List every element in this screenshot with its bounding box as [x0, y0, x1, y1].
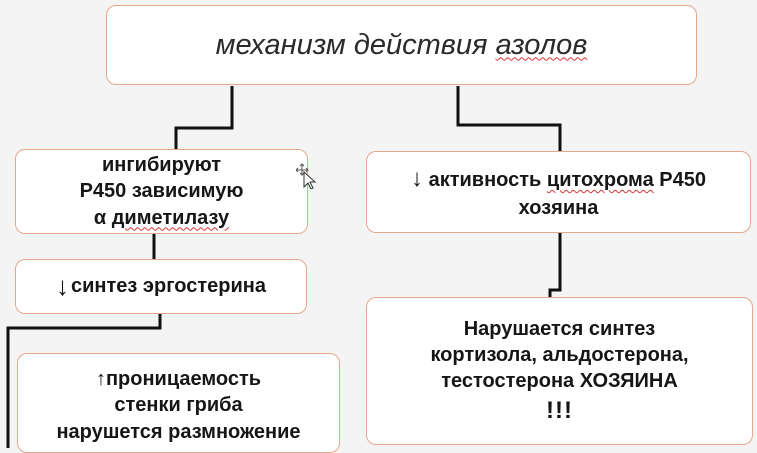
box-inhibit-line2: P450 зависимую — [79, 180, 244, 203]
diagram-title: механизм действия азолов — [215, 28, 588, 61]
box-hormone-line1: Нарушается синтез — [463, 317, 656, 340]
box-hormone-line3: тестостерона ХОЗЯИНА — [441, 370, 678, 393]
connector-title-to-right — [456, 86, 562, 151]
down-arrow-icon: ↓ — [56, 271, 70, 301]
title-box: механизм действия азолов — [106, 5, 697, 85]
down-arrow-icon: ↓ — [411, 164, 424, 192]
connector-title-to-left — [174, 86, 234, 151]
box-hormone-line2: кортизола, альдостерона, — [430, 343, 689, 366]
box-inhibit-line3: α диметилазу — [93, 206, 230, 229]
box-permeability-line3: нарушется размножение — [56, 420, 301, 443]
box-hormone-synthesis: Нарушается синтез кортизола, альдостерон… — [366, 297, 753, 445]
move-cursor-icon — [296, 163, 317, 189]
box-permeability-line2: стенки гриба — [114, 394, 243, 417]
box-cytochrome-line1: ↓ активность цитохрома P450 — [411, 164, 706, 192]
connector-left2-to-left3 — [6, 313, 162, 448]
box-ergosterol-synthesis: ↓ синтез эргостерина — [15, 259, 307, 314]
box-inhibit-line1: ингибируют — [101, 153, 222, 176]
box-permeability: ↑проницаемость стенки гриба нарушется ра… — [17, 353, 340, 453]
box-cytochrome-line2: хозяина — [518, 196, 599, 219]
up-arrow-icon: ↑ — [95, 368, 106, 390]
box-inhibit-p450: ингибируют P450 зависимую α диметилазу — [15, 149, 308, 234]
box-permeability-line1: ↑проницаемость — [95, 368, 262, 390]
box-cytochrome-activity: ↓ активность цитохрома P450 хозяина — [366, 151, 751, 233]
box-hormone-line4: !!! — [546, 396, 573, 424]
connector-right1-to-right2 — [548, 233, 562, 297]
box-ergosterol-text: синтез эргостерина — [71, 275, 266, 297]
